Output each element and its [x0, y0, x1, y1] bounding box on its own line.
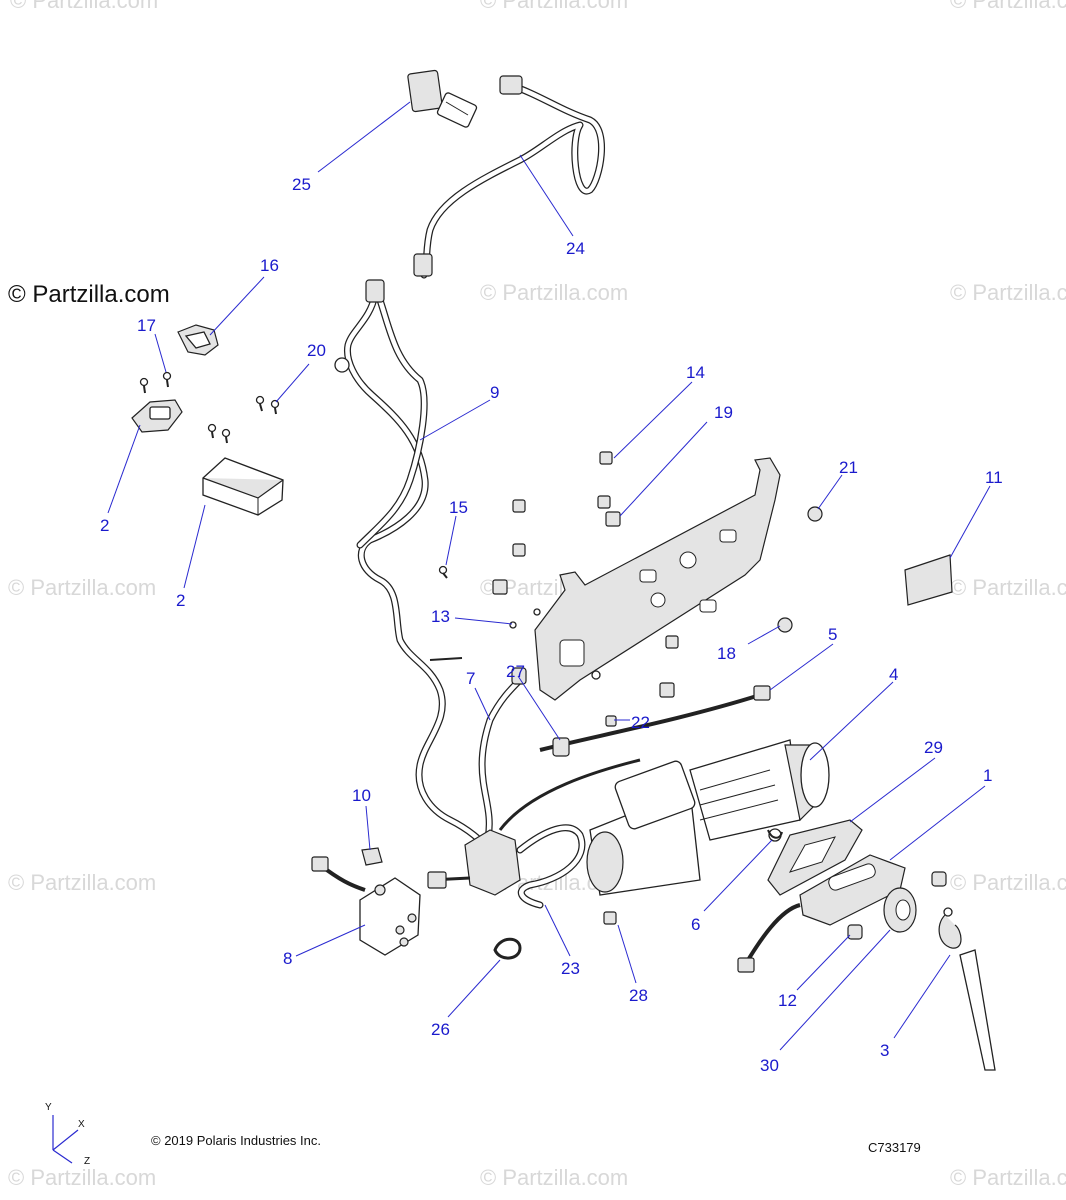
- part-7-cable: [478, 667, 527, 842]
- part-5-cable: [539, 685, 771, 752]
- callout-16[interactable]: 16: [260, 256, 279, 275]
- part-2-control-module: [202, 457, 284, 516]
- callout-24[interactable]: 24: [566, 239, 585, 258]
- callout-2-upper[interactable]: 2: [100, 516, 109, 535]
- part-23-relay-assembly: [427, 758, 641, 909]
- axis-x-label: X: [78, 1119, 85, 1130]
- callout-4[interactable]: 4: [889, 665, 898, 684]
- callout-21[interactable]: 21: [839, 458, 858, 477]
- callouts: 25 24 16 17 20 9 14 19 21 11 15 2 2 13 5…: [100, 175, 1003, 1075]
- part-29-gasket: [767, 819, 863, 896]
- axis-y-label: Y: [45, 1102, 52, 1113]
- watermark: © Partzilla.com: [8, 1165, 156, 1190]
- part-25-connector: [407, 69, 478, 128]
- callout-14[interactable]: 14: [686, 363, 705, 382]
- callout-20[interactable]: 20: [307, 341, 326, 360]
- axis-triad: Y X Z: [45, 1102, 90, 1167]
- part-6-hook: [767, 829, 783, 839]
- copyright-text: © 2019 Polaris Industries Inc.: [151, 1133, 321, 1148]
- callout-1[interactable]: 1: [983, 766, 992, 785]
- callout-28[interactable]: 28: [629, 986, 648, 1005]
- part-11-label: [904, 554, 953, 606]
- part-3-hook-strap: [938, 907, 996, 1071]
- part-2-switch: [131, 399, 183, 433]
- plate-bolts: [492, 451, 823, 727]
- part-17-screws: [139, 371, 172, 394]
- axis-z-label: Z: [84, 1156, 90, 1167]
- callout-26[interactable]: 26: [431, 1020, 450, 1039]
- part-10-clip: [361, 847, 383, 866]
- part-27-clip: [552, 737, 570, 757]
- part-13-screws: [509, 608, 541, 629]
- callout-12[interactable]: 12: [778, 991, 797, 1010]
- callout-5[interactable]: 5: [828, 625, 837, 644]
- part-26-clamp: [493, 937, 522, 960]
- callout-2-lower[interactable]: 2: [176, 591, 185, 610]
- callout-3[interactable]: 3: [880, 1041, 889, 1060]
- callout-22[interactable]: 22: [631, 713, 650, 732]
- watermark: © Partzilla.com: [8, 870, 156, 895]
- partzilla-logo: © Partzilla.com: [8, 281, 170, 308]
- callout-9[interactable]: 9: [490, 383, 499, 402]
- callout-11[interactable]: 11: [985, 468, 1003, 487]
- callout-10[interactable]: 10: [352, 786, 371, 805]
- watermark: © Partzilla.com: [950, 0, 1066, 13]
- callout-8[interactable]: 8: [283, 949, 292, 968]
- part-24-harness: [413, 75, 606, 279]
- callout-13[interactable]: 13: [431, 607, 450, 626]
- part-30-roller: [883, 887, 917, 933]
- watermark: © Partzilla.com: [480, 0, 628, 13]
- watermark: © Partzilla.com: [10, 0, 158, 13]
- part-16-cap: [177, 324, 219, 356]
- part-28-clip: [603, 911, 617, 925]
- leader-lines: [107, 101, 991, 1051]
- callout-29[interactable]: 29: [924, 738, 943, 757]
- mounting-plate: [534, 457, 781, 701]
- callout-15[interactable]: 15: [449, 498, 468, 517]
- drawing-code: C733179: [868, 1140, 921, 1155]
- watermark: © Partzilla.com: [950, 280, 1066, 305]
- callout-6[interactable]: 6: [691, 915, 700, 934]
- callout-30[interactable]: 30: [760, 1056, 779, 1075]
- watermark: © Partzilla.com: [480, 1165, 628, 1190]
- callout-17[interactable]: 17: [137, 316, 156, 335]
- watermark: © Partzilla.com: [950, 1165, 1066, 1190]
- callout-27[interactable]: 27: [506, 662, 525, 681]
- callout-25[interactable]: 25: [292, 175, 311, 194]
- part-9-harness: [334, 279, 494, 854]
- callout-23[interactable]: 23: [561, 959, 580, 978]
- part-15-bolt: [438, 565, 448, 579]
- watermarks: © Partzilla.com © Partzilla.com © Partzi…: [8, 0, 1066, 1190]
- watermark: © Partzilla.com: [8, 575, 156, 600]
- part-8-contactor: [311, 856, 421, 956]
- watermark: © Partzilla.com: [480, 280, 628, 305]
- watermark: © Partzilla.com: [950, 870, 1066, 895]
- callout-18[interactable]: 18: [717, 644, 736, 663]
- part-12-bolts: [847, 871, 947, 940]
- callout-19[interactable]: 19: [714, 403, 733, 422]
- part-20-screws: [207, 395, 280, 444]
- watermark: © Partzilla.com: [950, 575, 1066, 600]
- callout-7[interactable]: 7: [466, 669, 475, 688]
